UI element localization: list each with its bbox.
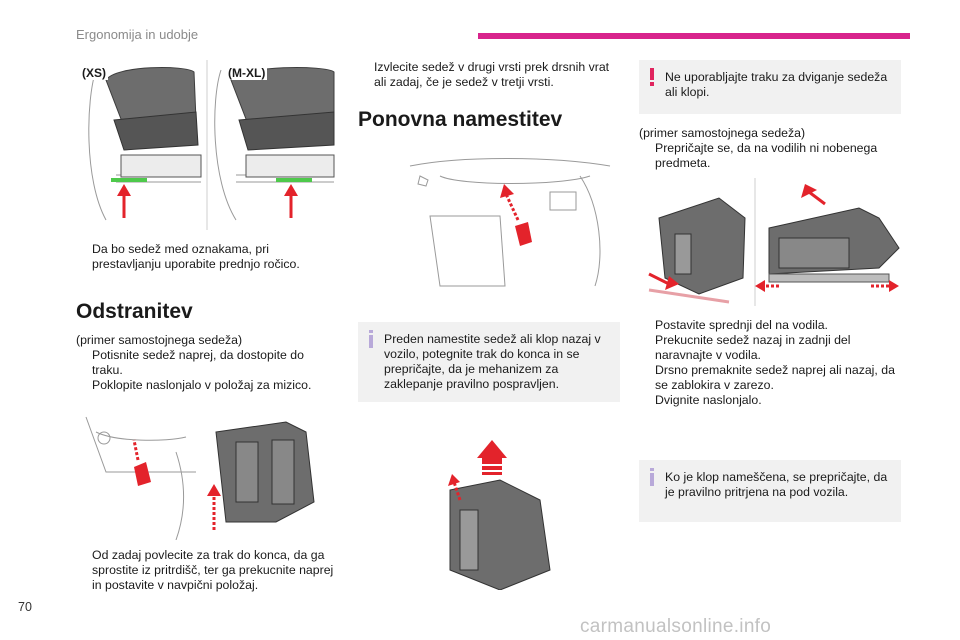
bullet-raise-backrest: Dvignite naslonjalo. xyxy=(639,393,901,408)
info-note-before-refit: Preden namestite sedež ali klop nazaj v … xyxy=(358,322,620,402)
bullet-slide-lock: Drsno premaknite sedež naprej ali nazaj,… xyxy=(639,363,901,393)
warning-note-text: Ne uporabljajte traku za dviganje sedeža… xyxy=(665,70,888,99)
bullet-text: Prepričajte se, da na vodilih ni nobeneg… xyxy=(655,141,878,170)
bullet-text: Dvignite naslonjalo. xyxy=(655,393,762,407)
figure-refit-strap xyxy=(400,146,620,290)
remove-example: (primer samostojnega sedeža) xyxy=(76,333,243,347)
bullet-text: Postavite sprednji del na vodila. xyxy=(655,318,828,332)
figure-refit-raise xyxy=(430,430,560,590)
info-icon xyxy=(369,330,373,348)
bullet-front-on-rails: Postavite sprednji del na vodila. xyxy=(639,318,901,333)
bullet-text: Drsno premaknite sedež naprej ali nazaj,… xyxy=(655,363,895,392)
info-note-text: Ko je klop nameščena, se prepričajte, da… xyxy=(665,470,888,499)
bullet-push-seat: Potisnite sedež naprej, da dostopite do … xyxy=(76,348,338,378)
figure-install-seat xyxy=(639,178,901,306)
heading-refit: Ponovna namestitev xyxy=(358,108,563,131)
info-note-text: Preden namestite sedež ali klop nazaj v … xyxy=(384,332,601,391)
mxl-label: (M-XL) xyxy=(226,66,268,80)
figure-seat-rails: (XS) (M-XL) xyxy=(76,60,336,230)
bullet-icon xyxy=(639,363,655,393)
bullet-icon xyxy=(76,242,92,272)
bullet-icon xyxy=(76,548,92,593)
bullet-check-rails: Prepričajte se, da na vodilih ni nobeneg… xyxy=(639,141,901,171)
bullet-icon xyxy=(76,378,92,393)
refit-example: (primer samostojnega sedeža) xyxy=(639,126,806,140)
warning-icon xyxy=(650,68,654,86)
xs-label: (XS) xyxy=(80,66,108,80)
seat-rails-illustration xyxy=(76,60,336,230)
refit-raise-illustration xyxy=(448,440,551,590)
bullet-text: Izvlecite sedež v drugi vrsti prek drsni… xyxy=(374,60,610,89)
figure-remove-seat xyxy=(76,412,338,540)
warning-note-no-lift: Ne uporabljajte traku za dviganje sedeža… xyxy=(639,60,901,114)
bullet-icon xyxy=(639,141,655,171)
watermark: carmanualsonline.info xyxy=(580,616,772,637)
bullet-text: Od zadaj povlecite za trak do konca, da … xyxy=(92,548,334,592)
section-title: Ergonomija in udobje xyxy=(76,27,199,42)
info-icon xyxy=(650,468,654,486)
header-accent-bar xyxy=(478,33,910,39)
info-note-bench-fixed: Ko je klop nameščena, se prepričajte, da… xyxy=(639,460,901,522)
bullet-text: Potisnite sedež naprej, da dostopite do … xyxy=(92,348,304,377)
refit-strap-illustration xyxy=(409,158,611,287)
bullet-text: Poklopite naslonjalo v položaj za mizico… xyxy=(92,378,312,392)
bullet-text: Prekucnite sedež nazaj in zadnji del nar… xyxy=(655,333,851,362)
bullet-icon xyxy=(358,60,374,90)
bullet-use-front-lever: Da bo sedež med oznakama, pri prestavlja… xyxy=(76,242,338,272)
bullet-pull-strap: Od zadaj povlecite za trak do konca, da … xyxy=(76,548,338,593)
bullet-tilt-back: Prekucnite sedež nazaj in zadnji del nar… xyxy=(639,333,901,363)
bullet-fold-backrest: Poklopite naslonjalo v položaj za mizico… xyxy=(76,378,338,393)
bullet-extract-seat: Izvlecite sedež v drugi vrsti prek drsni… xyxy=(358,60,620,90)
bullet-icon xyxy=(639,393,655,408)
page-number: 70 xyxy=(18,600,32,614)
bullet-text: Da bo sedež med oznakama, pri prestavlja… xyxy=(92,242,300,271)
install-seat-illustration xyxy=(648,178,900,306)
heading-remove: Odstranitev xyxy=(76,300,193,323)
bullet-icon xyxy=(639,318,655,333)
bullet-icon xyxy=(76,348,92,378)
remove-seat-illustration xyxy=(85,416,315,540)
bullet-icon xyxy=(639,333,655,363)
